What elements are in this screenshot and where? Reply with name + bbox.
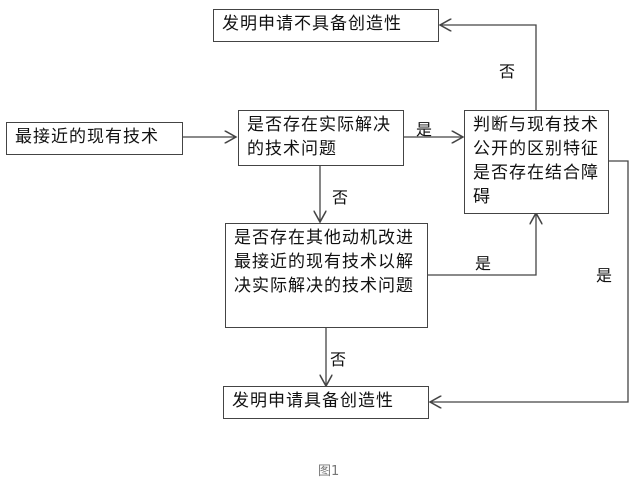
node-actual-problem: 是否存在实际解决的技术问题: [238, 110, 404, 166]
node-other-motivation: 是否存在其他动机改进最接近的现有技术以解决实际解决的技术问题: [225, 223, 428, 328]
label-problem-no: 否: [332, 188, 349, 207]
label-motivation-no: 否: [330, 350, 347, 369]
label-motivation-yes: 是: [475, 254, 492, 273]
figure-caption: 图1: [318, 464, 340, 479]
node-inventive: 发明申请具备创造性: [223, 386, 429, 419]
node-not-inventive: 发明申请不具备创造性: [213, 9, 439, 42]
label-obstacle-no: 否: [499, 62, 516, 81]
arrow-motivation-to-obstacle: [427, 213, 536, 276]
node-combination-obstacle: 判断与现有技术公开的区别特征是否存在结合障碍: [464, 110, 609, 214]
node-closest-prior-art: 最接近的现有技术: [6, 122, 183, 155]
label-problem-yes: 是: [416, 120, 433, 139]
arrow-obstacle-to-inventive: [430, 160, 629, 402]
label-obstacle-yes: 是: [596, 266, 613, 285]
arrow-obstacle-to-not-inventive: [440, 25, 537, 110]
